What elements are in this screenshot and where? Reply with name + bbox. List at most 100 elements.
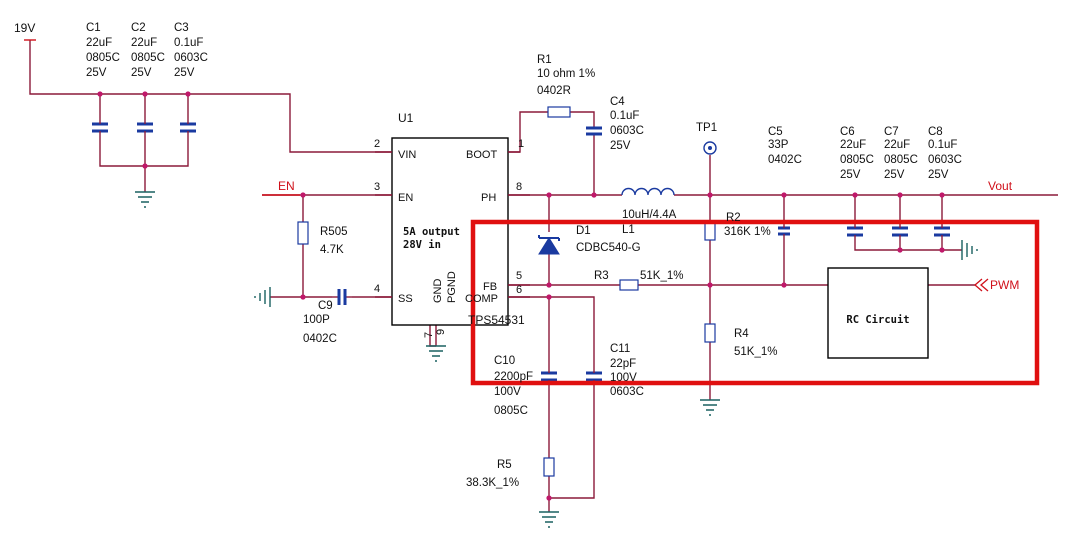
- u1-pin-en: EN: [398, 192, 413, 204]
- r1-package: 0402R: [537, 85, 571, 97]
- c9-value: 100P: [303, 314, 330, 326]
- c10-value: 2200pF: [494, 371, 533, 383]
- c10-ref: C10: [494, 355, 515, 367]
- c3-voltage: 25V: [174, 67, 195, 79]
- l1-symbol: [621, 187, 675, 196]
- net-label-19v: 19V: [14, 21, 35, 35]
- net-label-en: EN: [278, 179, 295, 193]
- c7-ref: C7: [884, 126, 899, 138]
- c2-ref: C2: [131, 22, 146, 34]
- c11-ref: C11: [610, 343, 630, 355]
- c1-voltage: 25V: [86, 67, 107, 79]
- c6-package: 0805C: [840, 154, 874, 166]
- ground-symbol-input: [135, 191, 155, 208]
- rc-circuit-label: RC Circuit: [846, 314, 909, 326]
- c11-voltage: 100V: [610, 372, 637, 384]
- r505-symbol: [297, 221, 309, 245]
- u1-pinnum-fb: 5: [516, 270, 522, 282]
- c7-symbol: [892, 222, 908, 240]
- c1-package: 0805C: [86, 52, 120, 64]
- r5-value: 38.3K_1%: [466, 477, 519, 489]
- c1-symbol: [92, 118, 108, 136]
- l1-ref: L1: [622, 224, 635, 236]
- u1-pin-fb: FB: [483, 281, 497, 293]
- u1-pinnum-ss: 4: [374, 283, 380, 295]
- u1-pin-ph: PH: [481, 192, 496, 204]
- u1-pin-boot: BOOT: [466, 149, 497, 161]
- u1-pinnum-boot: 1: [518, 138, 524, 150]
- ground-symbol-comp: [539, 511, 559, 528]
- u1-pinnum-pgnd: 9: [435, 329, 447, 335]
- u1-pin-vin: VIN: [398, 149, 416, 161]
- c5-ref: C5: [768, 126, 783, 138]
- net-label-vout: Vout: [988, 179, 1013, 193]
- u1-note-line2: 28V in: [403, 239, 441, 251]
- r2-symbol: [704, 221, 716, 241]
- u1-pinnum-gnd: 7: [423, 332, 435, 338]
- c4-package: 0603C: [610, 125, 644, 137]
- c6-symbol: [847, 222, 863, 240]
- r2-value: 316K 1%: [724, 226, 771, 238]
- ground-symbol-fb-divider: [700, 399, 720, 416]
- u1-part: TPS54531: [468, 313, 525, 327]
- rc-circuit-block: [827, 267, 929, 359]
- c8-package: 0603C: [928, 154, 962, 166]
- c8-symbol: [934, 222, 950, 240]
- junction-dots: [97, 91, 945, 501]
- c3-symbol: [180, 118, 196, 136]
- c8-value: 0.1uF: [928, 139, 957, 151]
- r5-symbol: [543, 457, 555, 477]
- c3-ref: C3: [174, 22, 189, 34]
- c3-value: 0.1uF: [174, 37, 203, 49]
- u1-pin-comp: COMP: [465, 293, 498, 305]
- c11-value: 22pF: [610, 358, 636, 370]
- c4-symbol: [586, 122, 602, 140]
- u1-pinnum-comp: 6: [516, 284, 522, 296]
- u1-note-line1: 5A output: [403, 226, 460, 238]
- highlight-region: [470, 219, 1040, 386]
- c6-ref: C6: [840, 126, 855, 138]
- u1-pinnum-ph: 8: [516, 181, 522, 193]
- r2-ref: R2: [726, 212, 741, 224]
- c5-package: 0402C: [768, 154, 802, 166]
- net-label-pwm: PWM: [990, 278, 1019, 292]
- c6-voltage: 25V: [840, 169, 861, 181]
- d1-value: CDBC540-G: [576, 242, 641, 254]
- ground-symbol-output: [961, 240, 978, 260]
- c10-voltage: 100V: [494, 386, 521, 398]
- u1-pin-pgnd: PGND: [446, 271, 458, 303]
- c4-value: 0.1uF: [610, 110, 639, 122]
- c7-value: 22uF: [884, 139, 910, 151]
- c10-package: 0805C: [494, 405, 528, 417]
- c6-value: 22uF: [840, 139, 866, 151]
- c3-package: 0603C: [174, 52, 208, 64]
- c2-package: 0805C: [131, 52, 165, 64]
- wires: [29, 40, 1058, 512]
- r4-ref: R4: [734, 328, 749, 340]
- l1-value: 10uH/4.4A: [622, 209, 677, 221]
- tp1-ref: TP1: [696, 122, 717, 134]
- r3-ref: R3: [594, 270, 609, 282]
- c9-ref: C9: [318, 300, 333, 312]
- c2-value: 22uF: [131, 37, 157, 49]
- r3-value: 51K_1%: [640, 270, 683, 282]
- r4-symbol: [704, 323, 716, 343]
- r4-value: 51K_1%: [734, 346, 777, 358]
- c4-voltage: 25V: [610, 140, 631, 152]
- u1-pin-ss: SS: [398, 293, 413, 305]
- tp1-symbol: [703, 141, 717, 155]
- ground-symbol-ss: [254, 287, 271, 307]
- c11-package: 0603C: [610, 386, 644, 398]
- d1-ref: D1: [576, 225, 591, 237]
- c5-symbol: [778, 222, 790, 240]
- c8-ref: C8: [928, 126, 943, 138]
- r505-value: 4.7K: [320, 244, 344, 256]
- u1-ic-body: [375, 137, 530, 326]
- c5-value: 33P: [768, 139, 789, 151]
- r1-ref: R1: [537, 54, 552, 66]
- u1-pinnum-vin: 2: [374, 138, 380, 150]
- r3-symbol: [619, 279, 639, 291]
- r1-symbol: [547, 106, 571, 118]
